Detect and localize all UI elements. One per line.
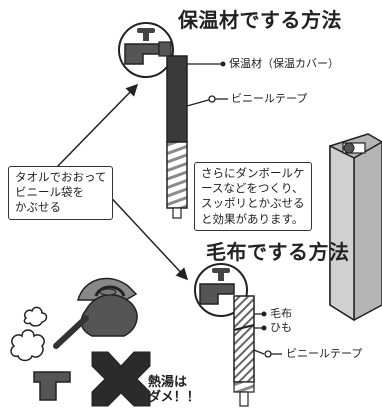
kettle-hand-icon (53, 277, 138, 349)
faucet-top-icon (118, 22, 174, 78)
hot-water-warning: 熱湯は ダメ！！ (148, 375, 200, 405)
small-pipe-icon (33, 371, 71, 401)
towel-note-box: タオルでおおって ビニール袋を かぶせる (8, 166, 114, 220)
steam-icon (10, 306, 48, 362)
insulated-pipe (166, 55, 188, 219)
label-insulation-material: 保温材（保温カバー） (229, 57, 339, 70)
cardboard-note-box: さらにダンボールケ ースなどをつくり、 スッポリとかぶせる と効果があります。 (194, 162, 312, 231)
blanket-wrapped-pipe (233, 295, 255, 407)
heading-blanket-method: 毛布でする方法 (206, 240, 350, 264)
heading-insulation-method: 保温材でする方法 (178, 8, 342, 32)
label-blanket: 毛布 (270, 307, 292, 320)
label-vinyl-tape-bottom: ビニールテープ (286, 347, 363, 360)
cardboard-box-icon (329, 133, 382, 322)
label-vinyl-tape-top: ビニールテープ (231, 92, 308, 105)
label-string: ひも (270, 321, 292, 334)
no-hot-water-cross-icon (91, 351, 151, 407)
